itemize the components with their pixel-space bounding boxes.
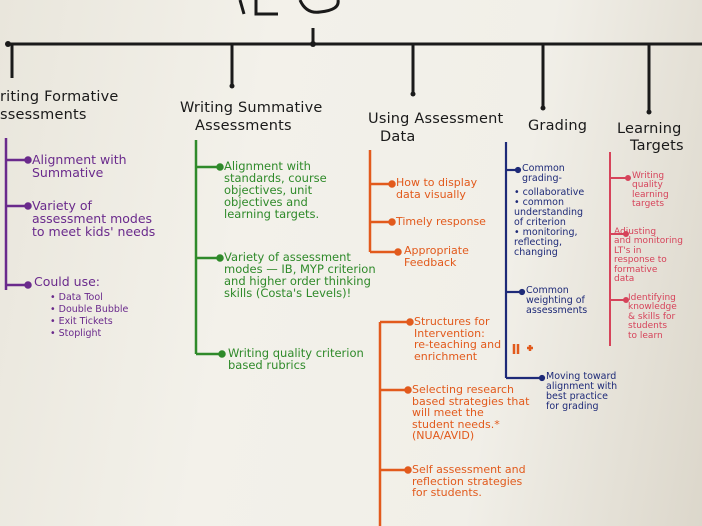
heading-assessment-data-1: Using Assessment bbox=[368, 111, 504, 127]
summative-item-1: Alignment with standards, course objecti… bbox=[224, 159, 327, 222]
left-end-dot bbox=[5, 41, 11, 47]
heading-formative-1: riting Formative bbox=[0, 89, 119, 105]
drop-dot-summative bbox=[229, 83, 235, 89]
drop-dot-learning-targets bbox=[646, 109, 652, 115]
heading-summative-1: Writing Summative bbox=[180, 100, 323, 116]
formative-item-3: Could use: bbox=[34, 274, 101, 289]
purple-branch bbox=[4, 138, 32, 290]
summative-item-2: Variety of assessment modes — IB, MYP cr… bbox=[224, 250, 376, 301]
heading-learning-targets-2: Targets bbox=[630, 138, 684, 154]
summative-item-3: Writing quality criterion based rubrics bbox=[228, 346, 364, 373]
data-item-3: Appropriate Feedback bbox=[404, 244, 469, 269]
data-item-4: Structures for Intervention: re-teaching… bbox=[414, 315, 502, 363]
data-item-1: How to display data visually bbox=[396, 176, 478, 201]
heading-summative-2: Assessments bbox=[195, 118, 292, 134]
lt-item-2: Adjusting and monitoring LT's in respons… bbox=[614, 227, 683, 285]
grading-item-1: Common grading- bbox=[522, 163, 565, 184]
drop-dot-grading bbox=[540, 105, 546, 111]
formative-sub-item-4: • Stoplight bbox=[50, 328, 102, 339]
lt-item-3: Identifying knowledge & skills for stude… bbox=[628, 293, 677, 341]
green-branch bbox=[194, 140, 226, 358]
formative-sub-item-2: • Double Bubble bbox=[50, 304, 129, 315]
heading-formative-2: ssessments bbox=[0, 107, 87, 123]
formative-sub-item-3: • Exit Tickets bbox=[50, 316, 113, 327]
data-item-2: Timely response bbox=[396, 215, 486, 228]
grading-item-4: Moving toward alignment with best practi… bbox=[546, 371, 618, 412]
formative-sub-item-1: • Data Tool bbox=[50, 292, 103, 303]
grading-item-2: • collaborative • common understanding o… bbox=[514, 187, 585, 258]
orange-branch bbox=[368, 150, 533, 526]
lt-item-1: Writing quality learning targets bbox=[632, 171, 669, 210]
grading-item-3: Common weighting of assessments bbox=[526, 285, 588, 316]
data-item-6: Self assessment and reflection strategie… bbox=[412, 463, 526, 500]
pink-branch bbox=[609, 152, 631, 346]
drop-dot-assessment-data bbox=[410, 91, 416, 97]
data-item-5: Selecting research based strategies that… bbox=[412, 383, 530, 443]
header-letter-strokes bbox=[238, 0, 340, 16]
heading-assessment-data-2: Data bbox=[380, 129, 416, 145]
heading-grading: Grading bbox=[528, 118, 588, 134]
navy-branch bbox=[504, 142, 546, 382]
formative-item-1: Alignment with Summative bbox=[32, 152, 127, 181]
heading-learning-targets-1: Learning bbox=[617, 121, 682, 137]
formative-item-2: Variety of assessment modes to meet kids… bbox=[32, 198, 156, 240]
